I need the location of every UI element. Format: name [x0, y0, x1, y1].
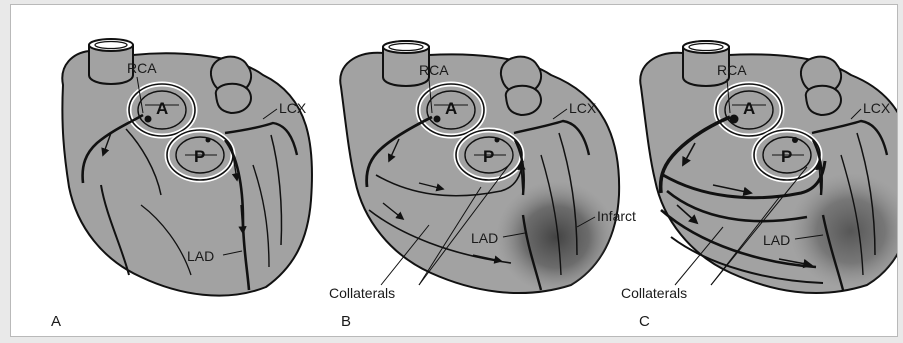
label-lcx: LCX [863, 100, 891, 116]
right-auricle [506, 86, 541, 115]
panel-a: A P RCA LCX LAD A [51, 39, 312, 330]
panel-c: A P RCA LCX LAD Collaterals C [621, 41, 897, 330]
figure-frame: A P RCA LCX LAD A [10, 4, 898, 337]
valve-p-label: P [483, 147, 494, 166]
right-auricle [806, 86, 841, 115]
infarct-zone [496, 181, 616, 293]
panel-b: A P RCA LCX LAD Infarct Collaterals B [329, 41, 636, 330]
panel-b-letter: B [341, 313, 351, 330]
panel-a-letter: A [51, 313, 61, 330]
label-rca: RCA [127, 60, 157, 76]
label-lcx: LCX [279, 100, 307, 116]
valve-p-label: P [781, 147, 792, 166]
label-lad: LAD [763, 232, 790, 248]
label-collaterals: Collaterals [329, 285, 395, 301]
label-collaterals: Collaterals [621, 285, 687, 301]
label-lad: LAD [187, 248, 214, 264]
right-auricle [216, 84, 251, 113]
valve-p-label: P [194, 147, 205, 166]
label-rca: RCA [717, 62, 747, 78]
label-rca: RCA [419, 62, 449, 78]
heart-diagram: A P RCA LCX LAD A [11, 5, 897, 336]
valve-a-label: A [156, 99, 168, 118]
panel-c-letter: C [639, 313, 650, 330]
label-infarct: Infarct [597, 208, 636, 224]
label-lad: LAD [471, 230, 498, 246]
valve-a-label: A [743, 99, 755, 118]
valve-a-label: A [445, 99, 457, 118]
aorta-opening [683, 41, 729, 53]
label-lcx: LCX [569, 100, 597, 116]
aorta-opening [383, 41, 429, 53]
